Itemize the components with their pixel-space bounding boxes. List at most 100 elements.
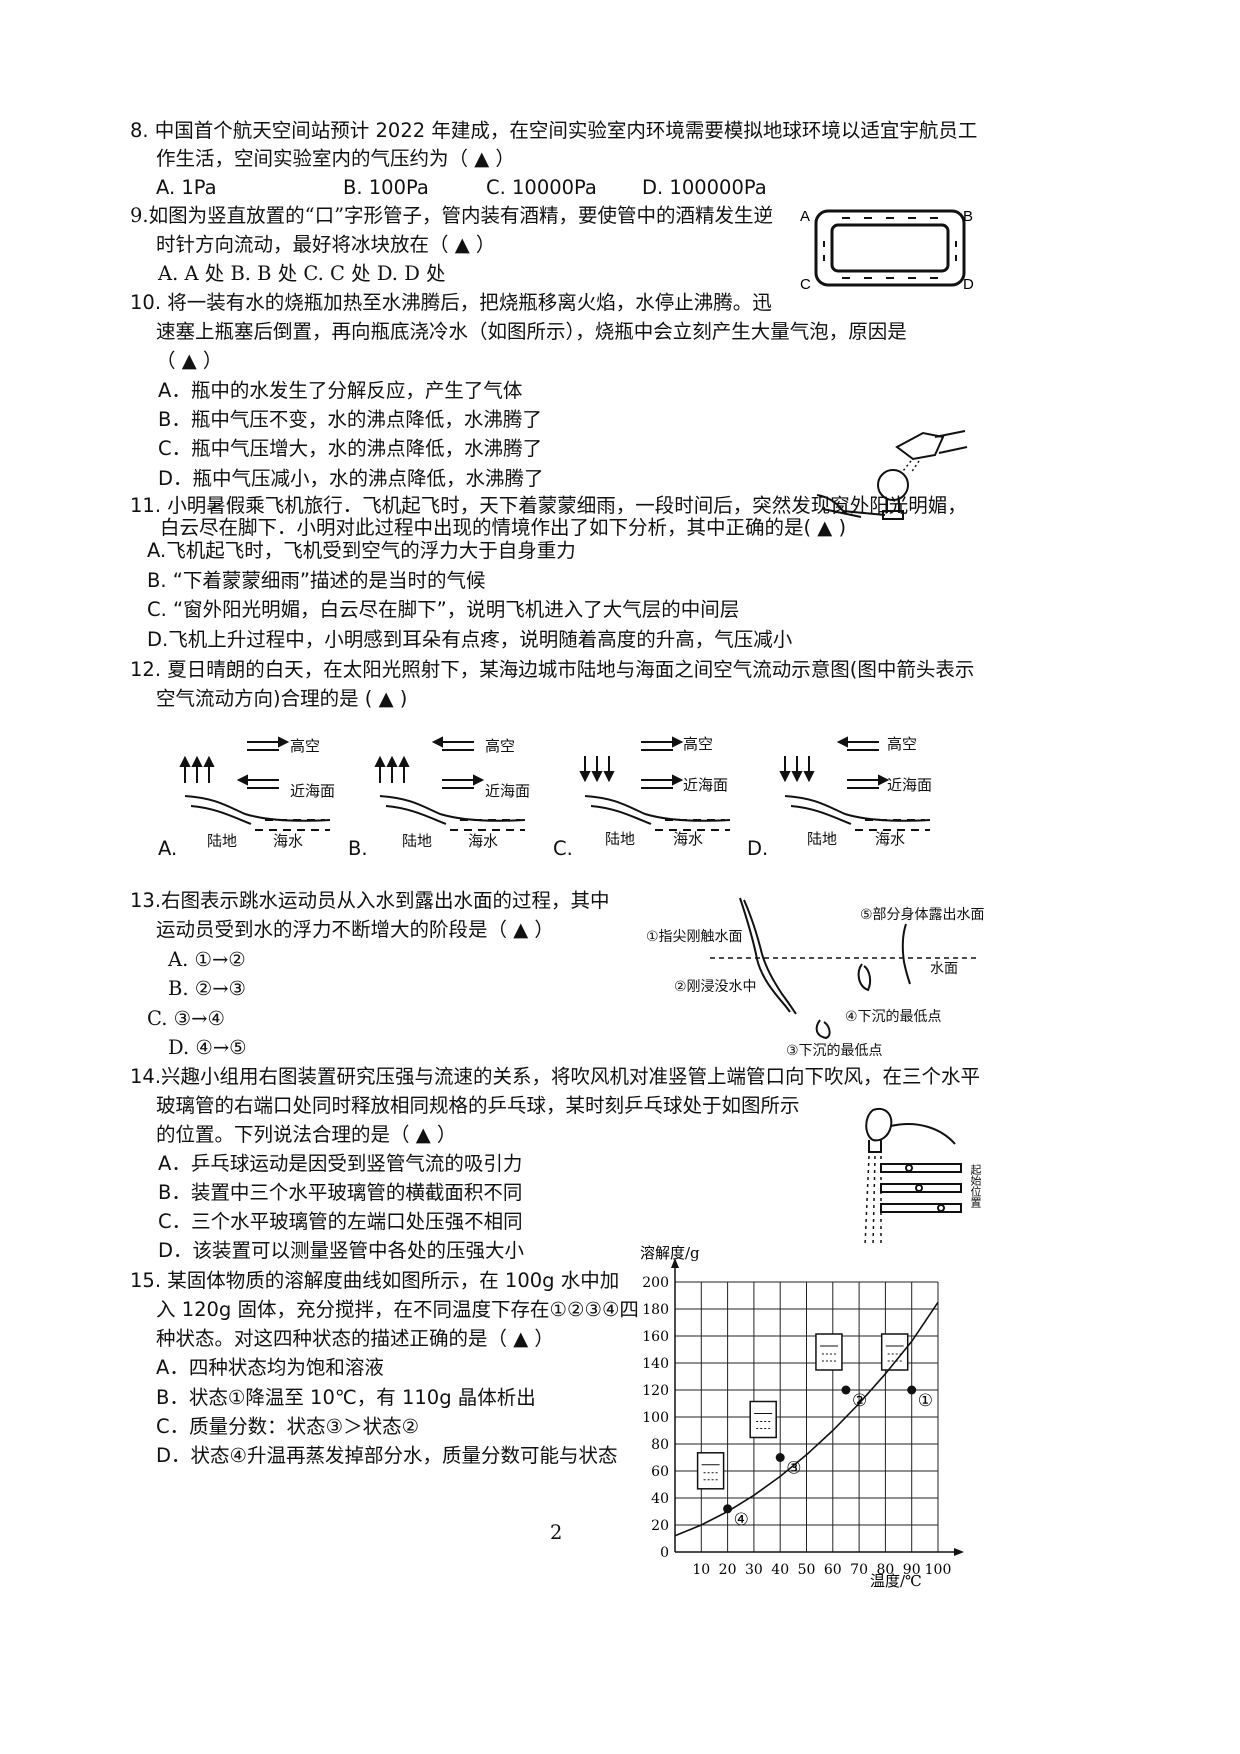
q12-panel-a-diagram <box>179 736 331 831</box>
q13-stem-line2: 运动员受到水的浮力不断增大的阶段是（ ▲ ） <box>156 918 554 941</box>
q9-label-b: B <box>963 208 973 225</box>
q14-option-a: A．乒乓球运动是因受到竖管气流的吸引力 <box>158 1152 523 1175</box>
q12-d-land-label: 陆地 <box>807 830 838 848</box>
x-tick-label: 20 <box>719 1562 737 1578</box>
y-tick-label: 120 <box>642 1383 669 1399</box>
x-tick-label: 80 <box>876 1562 894 1578</box>
q10-option-d: D．瓶中气压减小，水的沸点降低，水沸腾了 <box>158 467 544 490</box>
q14-option-d: D．该装置可以测量竖管中各处的压强大小 <box>158 1239 525 1262</box>
y-tick-label: 20 <box>651 1518 669 1534</box>
q13-option-b: B. ②→③ <box>168 977 247 1000</box>
q14-blower-diagram <box>864 1108 962 1247</box>
q15-option-a: A．四种状态均为饱和溶液 <box>156 1356 384 1379</box>
q13-option-c: C. ③→④ <box>147 1007 225 1030</box>
q12-panel-c-diagram <box>579 736 731 831</box>
q12-c-sea-label: 海水 <box>673 830 704 848</box>
q14-blower-figure: 起始位置 <box>845 1100 985 1250</box>
q13-diver-diagram <box>710 897 980 1040</box>
q13-option-d: D. ④→⑤ <box>168 1036 247 1059</box>
q13-option-a: A. ①→② <box>168 948 246 971</box>
q15-stem-line3: 种状态。对这四种状态的描述正确的是（ ▲ ） <box>156 1327 554 1350</box>
q13-stem-line1: 13.右图表示跳水运动员从入水到露出水面的过程，其中 <box>130 889 610 912</box>
q14-start-position-label: 起始位置 <box>969 1164 982 1208</box>
q15-option-d: D．状态④升温再蒸发掉部分水，质量分数可能与状态 <box>156 1444 618 1467</box>
chart-curve <box>674 1301 939 1537</box>
q12-panel-c: 高空 近海面 陆地 海水 <box>555 728 755 858</box>
state-point <box>907 1385 917 1395</box>
x-tick-label: 60 <box>824 1562 842 1578</box>
q11-option-a: A.飞机起飞时，飞机受到空气的浮力大于自身重力 <box>147 539 576 562</box>
q12-d-top-label: 高空 <box>887 735 918 753</box>
q13-stage4-label: ④下沉的最低点 <box>845 1009 942 1025</box>
x-tick-label: 10 <box>692 1562 710 1578</box>
q11-stem-line1: 11. 小明暑假乘飞机旅行．飞机起飞时，天下着蒙蒙细雨，一段时间后，突然发现窗外… <box>130 494 967 517</box>
q14-stem-line3: 的位置。下列说法合理的是（ ▲ ） <box>156 1123 457 1146</box>
y-tick-label: 100 <box>642 1410 669 1426</box>
x-tick-label: 30 <box>745 1562 763 1578</box>
y-tick-label: 40 <box>651 1491 669 1507</box>
q15-option-c: C．质量分数：状态③＞状态② <box>156 1415 420 1438</box>
q12-panel-b-diagram <box>374 736 526 831</box>
chart-points: ① ② ③ ④ <box>723 1385 933 1530</box>
state-label: ② <box>852 1391 867 1411</box>
q12-option-c-letter: C. <box>553 837 573 860</box>
q14-option-c: C．三个水平玻璃管的左端口处压强不相同 <box>158 1210 523 1233</box>
q11-option-d: D.飞机上升过程中，小明感到耳朵有点疼，说明随着高度的升高，气压减小 <box>147 628 793 651</box>
q10-flask-figure <box>816 430 968 520</box>
q12-a-top-label: 高空 <box>290 737 321 755</box>
q9-tube-figure: A B C D <box>800 208 974 293</box>
q11-option-b: B. “下着蒙蒙细雨”描述的是当时的气候 <box>147 569 486 592</box>
chart-xlabel: 温度/℃ <box>870 1572 922 1590</box>
q12-option-a-letter: A. <box>158 837 178 860</box>
y-tick-label: 80 <box>651 1437 669 1453</box>
state-label: ④ <box>734 1510 749 1530</box>
page-number: 2 <box>550 1521 563 1544</box>
state-point <box>723 1504 733 1514</box>
q14-stem-line1: 14.兴趣小组用右图装置研究压强与流速的关系，将吹风机对准竖管上端管口向下吹风，… <box>130 1065 981 1088</box>
q8-option-d: D. 100000Pa <box>642 176 767 199</box>
x-tick-label: 40 <box>771 1562 789 1578</box>
q9-label-a: A <box>800 208 810 225</box>
q10-stem-line2: 速塞上瓶塞后倒置，再向瓶底浇冷水（如图所示），烧瓶中会立刻产生大量气泡，原因是 <box>156 320 907 343</box>
q12-a-land-label: 陆地 <box>207 832 238 850</box>
q12-a-sea-label: 海水 <box>273 832 304 850</box>
q12-d-mid-label: 近海面 <box>887 776 933 794</box>
q13-diver-figure: ①指尖刚触水面 ②刚浸没水中 ③下沉的最低点 ④下沉的最低点 ⑤部分身体露出水面… <box>640 890 990 1060</box>
q12-c-land-label: 陆地 <box>605 830 636 848</box>
y-tick-label: 60 <box>651 1464 669 1480</box>
q12-c-mid-label: 近海面 <box>683 776 729 794</box>
q8-option-a: A. 1Pa <box>156 176 217 199</box>
beaker <box>749 1400 777 1439</box>
chart-grid <box>674 1281 939 1553</box>
q12-b-mid-label: 近海面 <box>485 782 531 800</box>
q8-option-c: C. 10000Pa <box>486 176 597 199</box>
beaker <box>696 1452 725 1490</box>
q13-water-label: 水面 <box>930 961 958 977</box>
q10-stem-line1: 10. 将一装有水的烧瓶加热至水沸腾后，把烧瓶移离火焰，水停止沸腾。迅 <box>130 291 772 314</box>
q11-stem-line2: 白云尽在脚下．小明对此过程中出现的情境作出了如下分析，其中正确的是( ▲ ) <box>160 516 847 539</box>
q12-b-top-label: 高空 <box>485 737 516 755</box>
q9-label-d: D <box>963 276 974 293</box>
y-tick-label: 140 <box>642 1356 669 1372</box>
q12-d-sea-label: 海水 <box>875 830 906 848</box>
x-tick-label: 90 <box>903 1562 921 1578</box>
x-tick-label: 50 <box>798 1562 816 1578</box>
state-label: ③ <box>786 1459 801 1479</box>
q15-stem-line1: 15. 某固体物质的溶解度曲线如图所示，在 100g 水中加 <box>130 1269 620 1292</box>
chart-ylabel: 溶解度/g <box>640 1244 700 1262</box>
q13-stage3-label: ③下沉的最低点 <box>786 1043 883 1059</box>
q15-stem-line2: 入 120g 固体，充分搅拌，在不同温度下存在①②③④四 <box>156 1298 639 1321</box>
q10-option-a: A．瓶中的水发生了分解反应，产生了气体 <box>158 379 523 402</box>
y-tick-label: 180 <box>642 1302 669 1318</box>
q8-option-b: B. 100Pa <box>343 176 429 199</box>
q12-stem-line2: 空气流动方向)合理的是 ( ▲ ) <box>156 687 408 710</box>
q10-option-b: B．瓶中气压不变，水的沸点降低，水沸腾了 <box>158 408 542 431</box>
solubility-curve <box>674 1301 939 1537</box>
q12-b-land-label: 陆地 <box>402 832 433 850</box>
state-label: ① <box>918 1391 933 1411</box>
q12-option-b-letter: B. <box>348 837 368 860</box>
q10-option-c: C．瓶中气压增大，水的沸点降低，水沸腾了 <box>158 437 543 460</box>
